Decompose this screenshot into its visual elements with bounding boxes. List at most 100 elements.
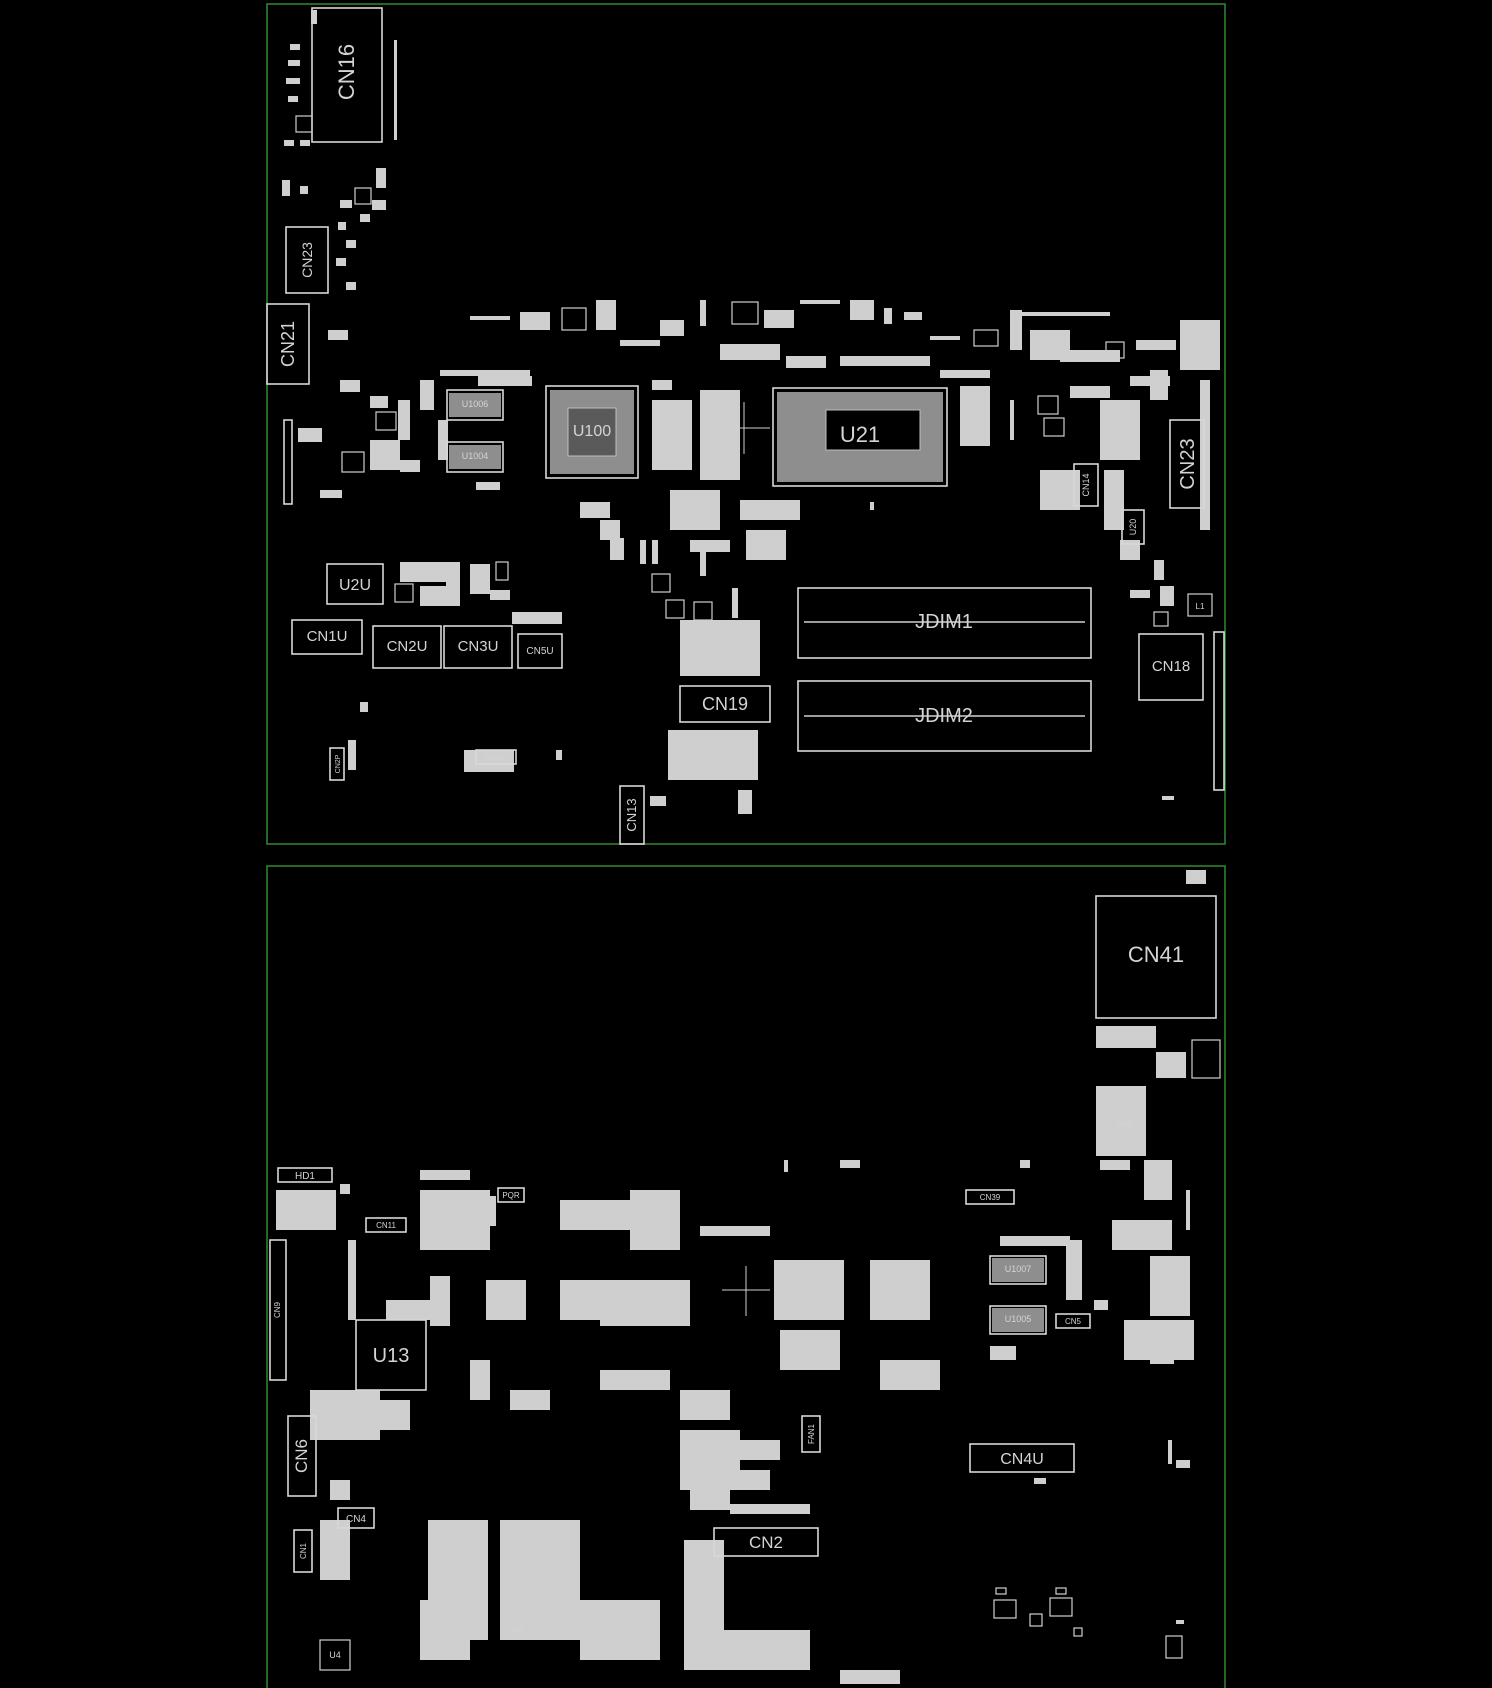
component-cn1f[interactable]: CN1F: [475, 749, 517, 765]
u4-label: U4: [329, 1650, 341, 1660]
cn21-label: CN21: [278, 321, 298, 367]
left-column-parts: [282, 168, 386, 290]
pad: [320, 490, 342, 498]
cn41-neighbors: [1096, 870, 1221, 1364]
component-u1004[interactable]: U1004: [446, 441, 504, 473]
component-cn19[interactable]: CN19: [679, 685, 771, 723]
component-u13[interactable]: U13: [355, 1319, 427, 1391]
component-cn1u[interactable]: CN1U: [291, 619, 363, 655]
component-u20[interactable]: U20: [1121, 509, 1145, 545]
pad: [298, 428, 322, 442]
jdim2-label: JDIM2: [915, 705, 973, 727]
center-cluster: [580, 380, 800, 676]
component-u2u[interactable]: U2U: [326, 563, 384, 605]
left-middle-cluster: [340, 380, 500, 490]
u1006-label: U1006: [462, 399, 489, 409]
component-cn23-right[interactable]: CN23: [1169, 419, 1205, 509]
cn23-right-label: CN23: [1177, 438, 1199, 489]
top-board-outline: [266, 3, 1226, 845]
component-cn13[interactable]: CN13: [619, 785, 645, 845]
pad: [1176, 1460, 1190, 1468]
component-cn2u[interactable]: CN2U: [372, 625, 442, 669]
bottom-board-view: CN41 U46 HD1 CN9: [266, 865, 1226, 1688]
component-u21[interactable]: U21: [772, 387, 948, 487]
component-jdim1[interactable]: JDIM1: [797, 587, 1092, 659]
jdim1-label: JDIM1: [915, 611, 973, 633]
cn5-label: CN5: [1065, 1317, 1082, 1326]
cn3u-label: CN3U: [458, 638, 499, 655]
left-edge-connector: [283, 419, 293, 505]
cn18-label: CN18: [1152, 658, 1190, 675]
component-cn4[interactable]: CN4: [337, 1507, 375, 1529]
component-fan1[interactable]: FAN1: [801, 1415, 821, 1453]
u1005-label: U1005: [1005, 1314, 1032, 1324]
u100-label: U100: [573, 423, 611, 440]
component-cn5u[interactable]: CN5U: [517, 633, 563, 669]
component-cn21[interactable]: CN21: [266, 303, 310, 385]
cn5u-label: CN5U: [526, 646, 553, 657]
cn4u-label: CN4U: [1000, 1451, 1044, 1468]
pad: [870, 502, 874, 510]
cn9-label: CN9: [273, 1301, 282, 1318]
l1-label: L1: [1196, 602, 1205, 611]
cn23-left-label: CN23: [299, 242, 315, 278]
component-l1[interactable]: L1: [1187, 593, 1213, 617]
u1004-label: U1004: [462, 451, 489, 461]
component-cn39[interactable]: CN39: [965, 1189, 1015, 1205]
component-u4[interactable]: U4: [319, 1639, 351, 1671]
cn2p-label: CN2P: [335, 754, 342, 773]
cn11-label: CN11: [376, 1221, 396, 1230]
cn1u-label: CN1U: [307, 628, 348, 645]
component-cn4u[interactable]: CN4U: [969, 1443, 1075, 1473]
bottom-left-parts: [276, 1170, 550, 1580]
cn2u-label: CN2U: [387, 638, 428, 655]
component-cn9[interactable]: CN9: [269, 1239, 287, 1381]
pad: [1168, 1440, 1172, 1464]
component-u46[interactable]: U46: [1109, 1109, 1139, 1139]
component-pqr[interactable]: PQR: [497, 1187, 525, 1203]
component-cn6[interactable]: CN6: [287, 1415, 317, 1497]
u2u-neighbors: [394, 561, 562, 624]
component-cn3u[interactable]: CN3U: [443, 625, 513, 669]
cn16-pads: [284, 10, 397, 146]
component-cn18[interactable]: CN18: [1138, 633, 1204, 701]
cn1-label: CN1: [299, 1542, 308, 1559]
cn16-label: CN16: [334, 44, 359, 100]
upper-component-band: [440, 300, 1220, 386]
component-cn16[interactable]: CN16: [311, 7, 383, 143]
component-u1005[interactable]: U1005: [989, 1305, 1047, 1335]
u46-label: U46: [1117, 1120, 1132, 1129]
component-cn2[interactable]: CN2: [713, 1527, 819, 1557]
u1007-label: U1007: [1005, 1264, 1032, 1274]
pu5-label: PU5: [510, 1628, 524, 1635]
cn39-label: CN39: [980, 1193, 1001, 1202]
component-hd1[interactable]: HD1: [277, 1167, 333, 1183]
component-cn5[interactable]: CN5: [1055, 1313, 1091, 1329]
cn13-label: CN13: [624, 798, 639, 831]
component-u1007[interactable]: U1007: [989, 1255, 1047, 1285]
cn14-label: CN14: [1081, 473, 1091, 496]
right-edge-connector: [1213, 631, 1225, 791]
component-pu5[interactable]: PU5: [503, 1621, 531, 1639]
u2u-label: U2U: [339, 577, 371, 594]
component-cn23-left[interactable]: CN23: [285, 226, 329, 294]
top-board-view: CN16 CN23 CN21: [266, 3, 1226, 845]
cn6-label: CN6: [292, 1439, 311, 1473]
u13-label: U13: [373, 1345, 410, 1367]
u21-label: U21: [840, 422, 880, 447]
bottom-board-outline: [266, 865, 1226, 1688]
cn41-label: CN41: [1128, 942, 1184, 967]
pad: [1034, 1478, 1046, 1484]
cn4-label: CN4: [346, 1514, 366, 1525]
component-cn11[interactable]: CN11: [365, 1217, 407, 1233]
component-u1006[interactable]: U1006: [446, 389, 504, 421]
component-cn14[interactable]: CN14: [1073, 463, 1099, 507]
component-cn1[interactable]: CN1: [293, 1529, 313, 1573]
component-u100[interactable]: U100: [545, 385, 639, 479]
bottom-center-parts: [420, 1160, 1030, 1684]
component-cn2p[interactable]: CN2P: [329, 747, 345, 781]
component-jdim2[interactable]: JDIM2: [797, 680, 1092, 752]
component-cn41[interactable]: CN41: [1095, 895, 1217, 1019]
cn19-label: CN19: [702, 694, 748, 714]
